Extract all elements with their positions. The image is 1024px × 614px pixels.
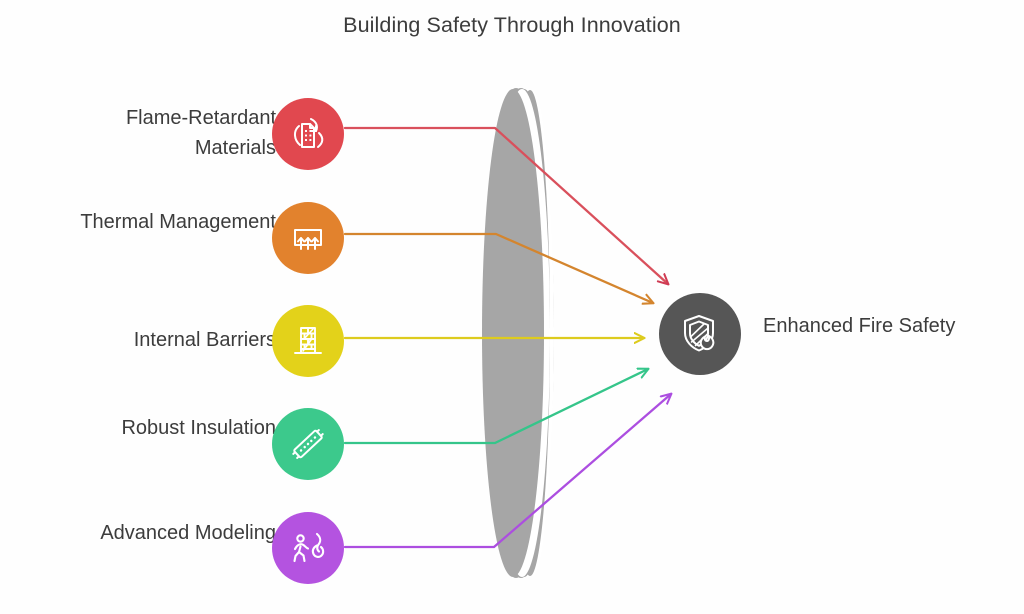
source-label-flame-retardant-materials: Flame-Retardant Materials bbox=[125, 107, 276, 159]
source-label-advanced-modeling: Advanced Modeling bbox=[100, 522, 276, 544]
page-title: Building Safety Through Innovation bbox=[343, 13, 681, 37]
connector-thermal-management bbox=[343, 232, 653, 303]
building-in-flames-icon bbox=[294, 118, 324, 148]
source-label-robust-insulation: Robust Insulation bbox=[121, 417, 276, 439]
target-label-enhanced-fire-safety: Enhanced Fire Safety bbox=[763, 315, 956, 337]
connector-flame-retardant-materials bbox=[343, 126, 668, 284]
source-node-flame-retardant-materials[interactable] bbox=[272, 98, 344, 170]
target-node-enhanced-fire-safety[interactable] bbox=[659, 293, 741, 375]
connector-advanced-modeling bbox=[343, 394, 671, 549]
source-node-internal-barriers[interactable] bbox=[272, 305, 344, 377]
barrier-wall-icon bbox=[294, 327, 322, 354]
source-label-internal-barriers: Internal Barriers bbox=[133, 329, 276, 351]
connector-robust-insulation bbox=[343, 369, 648, 445]
heat-vent-arrows-icon bbox=[294, 229, 322, 250]
source-node-advanced-modeling[interactable] bbox=[272, 512, 344, 584]
shield-flame-icon bbox=[684, 315, 715, 352]
insulation-roll-icon bbox=[292, 429, 324, 459]
source-node-thermal-management[interactable] bbox=[272, 202, 344, 274]
evacuation-person-flame-icon bbox=[293, 532, 325, 563]
source-node-robust-insulation[interactable] bbox=[272, 408, 344, 480]
source-label-thermal-management: Thermal Management bbox=[80, 211, 276, 233]
lens-funnel-shape bbox=[482, 88, 554, 578]
